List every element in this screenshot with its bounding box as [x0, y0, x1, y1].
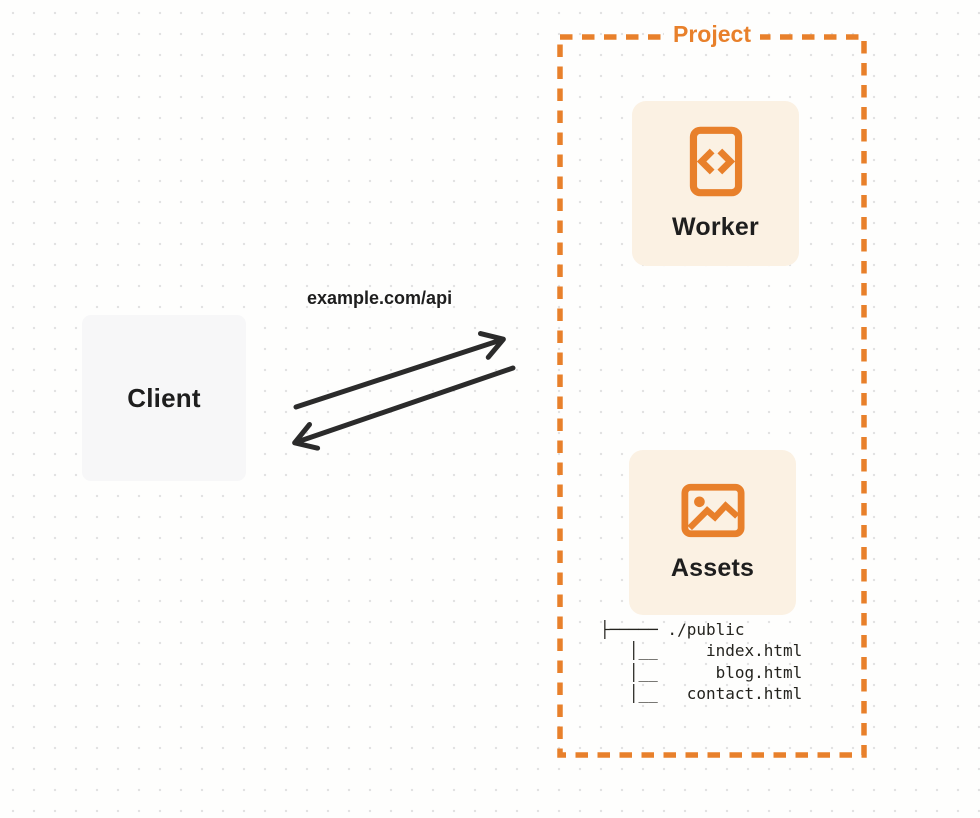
- project-group: Project: [560, 21, 864, 48]
- project-group-label: Project: [664, 21, 760, 48]
- request-arrow: [293, 331, 506, 410]
- assets-node: Assets: [629, 450, 796, 615]
- worker-node-label: Worker: [672, 212, 759, 241]
- request-route-label: example.com/api: [307, 288, 453, 308]
- assets-file-tree: ├───── ./public │__ index.html │__ blog.…: [600, 620, 803, 703]
- image-icon: [680, 483, 745, 538]
- response-arrow: [292, 365, 516, 451]
- client-node: Client: [82, 315, 246, 481]
- assets-node-label: Assets: [670, 553, 755, 582]
- code-file-icon: [689, 126, 743, 197]
- client-node-label: Client: [127, 382, 201, 413]
- worker-node: Worker: [632, 101, 799, 266]
